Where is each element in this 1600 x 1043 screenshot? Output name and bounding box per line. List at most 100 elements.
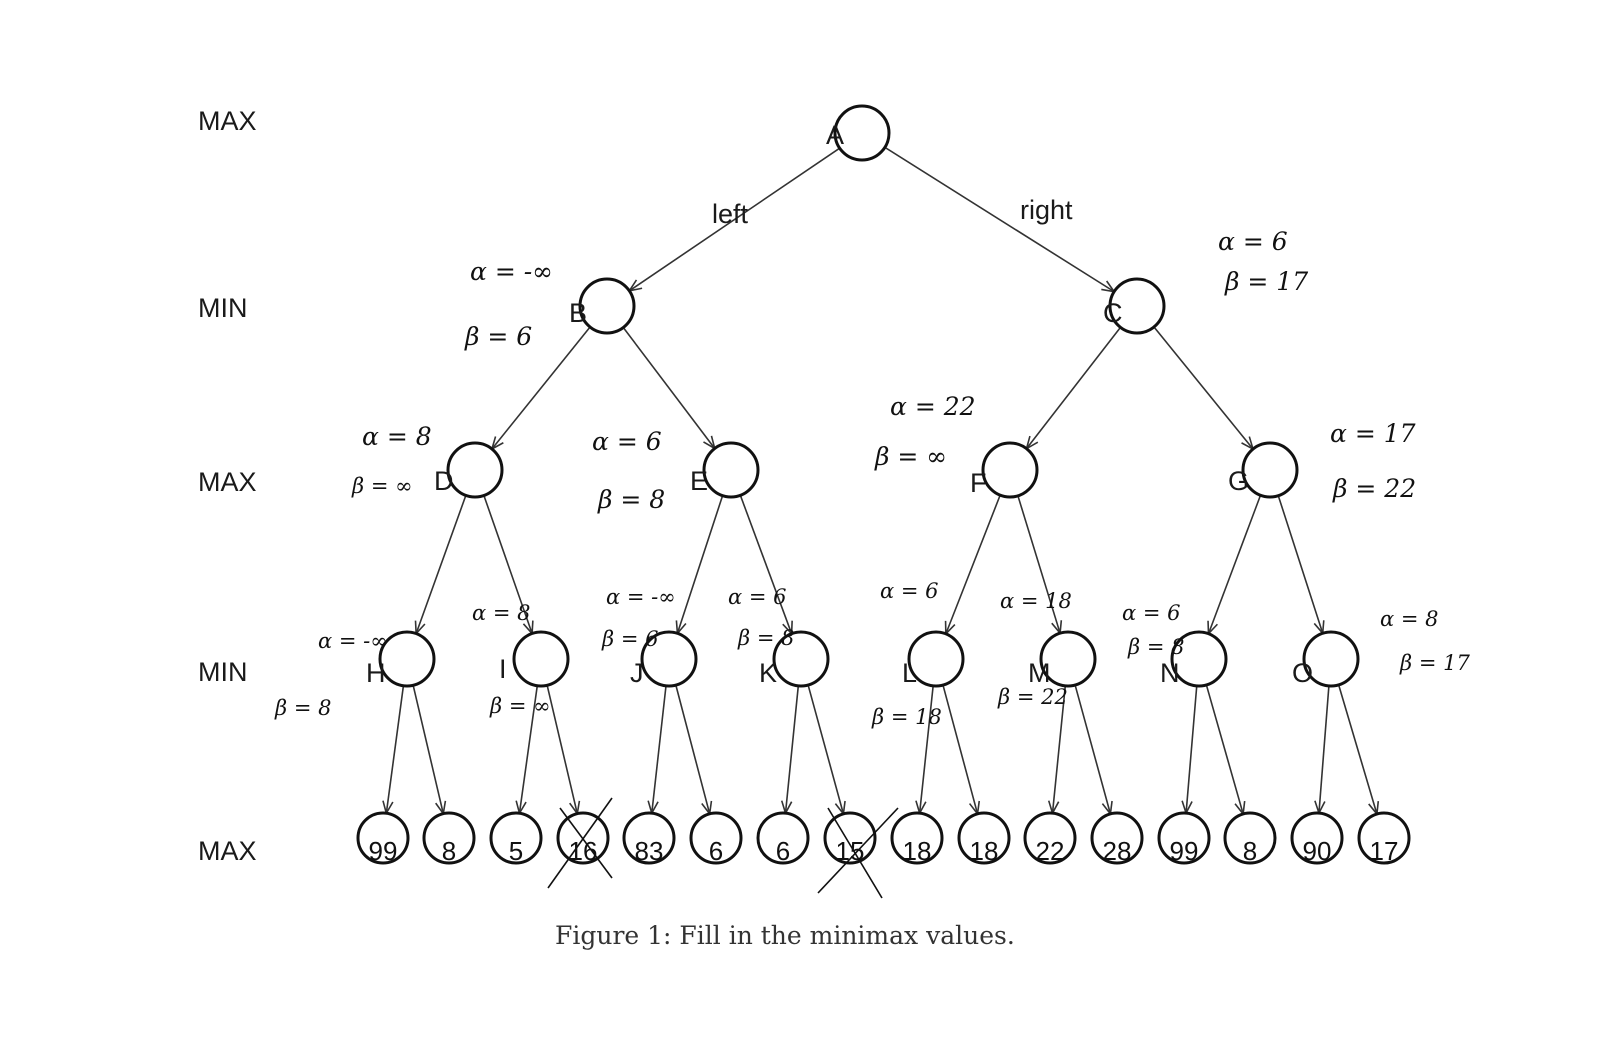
leaf-value-2: 8 xyxy=(442,836,456,866)
figure-caption: Figure 1: Fill in the minimax values. xyxy=(555,921,1015,950)
annotation-j-beta: β = 6 xyxy=(601,627,658,651)
node-label-c: C xyxy=(1103,298,1123,328)
leaf-value-11: 22 xyxy=(1036,836,1065,866)
edge-b-e xyxy=(622,327,716,449)
annotation-o-alpha: α = 8 xyxy=(1380,607,1439,631)
annotation-m-alpha: α = 18 xyxy=(1000,589,1072,613)
leaf-node-5 xyxy=(622,811,676,865)
node-label-d: D xyxy=(434,466,454,496)
node-label-j: J xyxy=(630,658,644,688)
edge-f-m xyxy=(1017,495,1061,634)
node-k xyxy=(772,630,830,688)
leaf-value-12: 28 xyxy=(1103,836,1132,866)
node-label-m: M xyxy=(1028,658,1051,688)
node-i xyxy=(512,630,570,688)
leaf-value-15: 90 xyxy=(1303,836,1332,866)
annotation-g-beta: β = 22 xyxy=(1332,474,1416,503)
edge-e-j xyxy=(676,495,724,634)
edge-j-leaf-5 xyxy=(650,685,667,814)
edge-i-leaf-4 xyxy=(546,685,579,814)
annotation-h-beta: β = 8 xyxy=(274,696,331,720)
edge-a-b xyxy=(628,147,841,292)
edge-l-leaf-9 xyxy=(918,685,934,814)
edge-d-h xyxy=(415,495,467,634)
edge-m-leaf-12 xyxy=(1074,684,1112,815)
node-label-f: F xyxy=(970,468,987,498)
annotation-l-alpha: α = 6 xyxy=(880,579,939,603)
edge-o-leaf-16 xyxy=(1337,684,1378,815)
leaf-node-13 xyxy=(1157,811,1211,865)
annotation-f-beta: β = ∞ xyxy=(874,442,947,471)
tree-nodes xyxy=(356,104,1411,865)
node-label-i: I xyxy=(499,654,507,684)
node-g xyxy=(1241,441,1299,499)
edge-h-leaf-1 xyxy=(385,685,405,814)
node-label-o: O xyxy=(1292,658,1313,688)
node-label-b: B xyxy=(569,298,587,328)
node-b xyxy=(578,277,636,335)
leaf-node-2 xyxy=(422,811,476,865)
node-l xyxy=(907,630,965,688)
level-label-0: MAX xyxy=(198,106,257,136)
level-label-3: MIN xyxy=(198,657,248,687)
leaf-value-6: 6 xyxy=(709,836,723,866)
edge-label-right: right xyxy=(1020,195,1073,225)
edge-m-leaf-11 xyxy=(1051,685,1067,814)
edge-n-leaf-14 xyxy=(1205,684,1244,815)
leaf-node-15 xyxy=(1290,811,1344,865)
leaf-value-5: 83 xyxy=(635,836,664,866)
node-label-n: N xyxy=(1160,658,1180,688)
edge-label-left: left xyxy=(712,199,749,229)
node-a xyxy=(833,104,891,162)
level-label-2: MAX xyxy=(198,467,257,497)
annotation-i-alpha: α = 8 xyxy=(472,601,531,625)
annotation-n-beta: β = 8 xyxy=(1127,635,1184,659)
level-label-1: MIN xyxy=(198,293,248,323)
pruned-mark-16 xyxy=(547,797,613,889)
edge-k-leaf-8 xyxy=(807,684,845,815)
leaf-value-3: 5 xyxy=(509,836,523,866)
annotation-c-beta: β = 17 xyxy=(1224,267,1308,296)
leaf-node-1 xyxy=(356,811,410,865)
edge-j-leaf-6 xyxy=(675,684,711,815)
pruned-mark-15 xyxy=(817,807,899,899)
edge-l-leaf-10 xyxy=(942,684,979,815)
node-label-l: L xyxy=(902,658,917,688)
leaf-node-11 xyxy=(1023,811,1077,865)
leaf-value-16: 17 xyxy=(1370,836,1399,866)
level-label-4: MAX xyxy=(198,836,257,866)
edge-d-i xyxy=(483,495,533,634)
annotation-m-beta: β = 22 xyxy=(997,685,1068,709)
edge-b-d xyxy=(491,326,591,450)
tree-edges xyxy=(382,146,1380,817)
annotation-k-beta: β = 8 xyxy=(737,626,794,650)
annotation-c-alpha: α = 6 xyxy=(1218,227,1288,256)
annotation-o-beta: β = 17 xyxy=(1399,651,1470,675)
leaf-value-1: 99 xyxy=(369,836,398,866)
node-n xyxy=(1170,630,1228,688)
node-label-k: K xyxy=(759,658,777,688)
leaf-node-8 xyxy=(823,811,877,865)
annotation-j-alpha: α = -∞ xyxy=(606,585,676,609)
annotation-f-alpha: α = 22 xyxy=(890,392,976,421)
node-j xyxy=(640,630,698,688)
leaf-node-3 xyxy=(489,811,543,865)
annotation-i-beta: β = ∞ xyxy=(489,694,551,718)
edge-f-l xyxy=(945,494,1001,635)
annotation-b-beta: β = 6 xyxy=(464,322,532,351)
annotation-l-beta: β = 18 xyxy=(871,705,942,729)
edge-n-leaf-13 xyxy=(1185,685,1198,814)
edge-k-leaf-7 xyxy=(784,685,800,814)
node-label-a: A xyxy=(826,120,844,150)
node-m xyxy=(1039,630,1097,688)
edge-i-leaf-3 xyxy=(518,685,539,814)
node-d xyxy=(446,441,504,499)
annotation-d-alpha: α = 8 xyxy=(362,422,432,451)
leaf-value-7: 6 xyxy=(776,836,790,866)
leaf-node-12 xyxy=(1090,811,1144,865)
node-label-g: G xyxy=(1228,466,1249,496)
leaf-node-10 xyxy=(957,811,1011,865)
leaf-node-7 xyxy=(756,811,810,865)
edge-h-leaf-2 xyxy=(412,685,445,814)
